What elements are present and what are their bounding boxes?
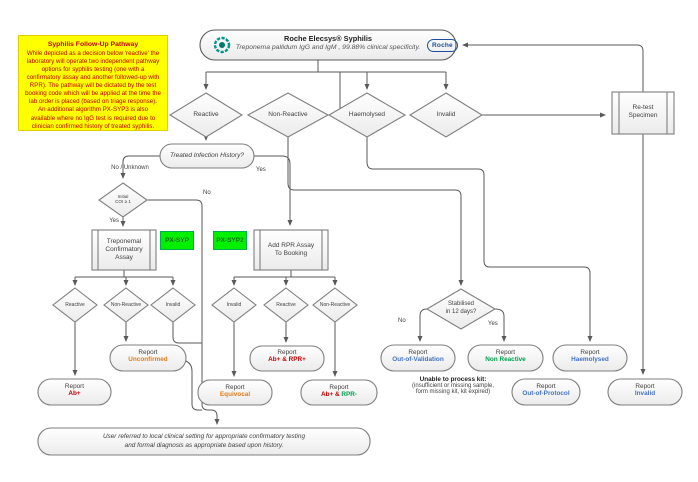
- decision-invalid: Invalid: [436, 111, 456, 118]
- decision-rpr-reactive: Reactive: [276, 302, 296, 308]
- report-invalid: Report Invalid: [634, 383, 656, 397]
- report-equivocal: Report Equivocal: [219, 384, 251, 398]
- edge-label-stab-yes: Yes: [488, 321, 498, 327]
- report-non-reactive: Report Non Reactive: [485, 349, 526, 363]
- process-treponemal-assay: Treponemal Confirmatory Assay: [105, 238, 143, 262]
- edge-label-stab-no: No: [398, 318, 406, 324]
- decision-rpr-invalid: Invalid: [226, 302, 242, 308]
- title-line1: Roche Elecsys® Syphilis: [283, 34, 372, 43]
- report-haemolysed: Report Haemolysed: [571, 349, 609, 363]
- node-shapes: [37, 29, 683, 456]
- decision-reactive: Reactive: [193, 111, 219, 118]
- decision-haemolysed: Haemolysed: [348, 111, 386, 118]
- report-out-of-validation: Report Out-of-Validation: [392, 349, 444, 363]
- pathway-note: Syphilis Follow-Up Pathway While depicte…: [18, 35, 168, 131]
- report-ab: Report Ab+: [64, 383, 85, 397]
- elecsys-icon: [213, 36, 231, 54]
- decision-trep-invalid: Invalid: [165, 302, 181, 308]
- report-ab-rpr-neg: Report Ab+ & RPR-: [320, 384, 358, 398]
- decision-trep-non-reactive: Non-Reactive: [110, 302, 142, 308]
- title-line2: Treponema pallidum IgG and IgM , 99.88% …: [235, 44, 421, 51]
- report-out-of-protocol: Report Out-of-Protocol: [522, 383, 570, 397]
- decision-rpr-non-reactive: Non-Reactive: [319, 302, 351, 308]
- flow-connectors: [72, 42, 646, 425]
- pathway-note-body: While depicted as a decision below 'reac…: [25, 50, 161, 130]
- process-add-rpr: Add RPR Assay To Booking: [267, 242, 315, 258]
- code-px-syp: PX-SYP: [160, 231, 194, 250]
- roche-logo: Roche: [427, 39, 458, 52]
- code-px-syp2: PX-SYP2: [213, 231, 247, 250]
- decision-treated-history: Treated Infection History?: [170, 152, 244, 159]
- edge-label-yes-history: Yes: [256, 167, 266, 173]
- process-retest-specimen: Re-test Specimen: [628, 104, 658, 120]
- decision-initial-coi: Initial COI ≥ 1: [115, 194, 131, 205]
- pathway-note-title: Syphilis Follow-Up Pathway: [47, 41, 139, 48]
- report-unconfirmed: Report Unconfirmed: [128, 349, 168, 363]
- decision-non-reactive: Non-Reactive: [268, 111, 308, 118]
- decision-stabilised: Stabilised in 12 days?: [445, 301, 477, 315]
- edge-label-coi-no: No: [203, 190, 211, 196]
- decision-trep-reactive: Reactive: [65, 302, 85, 308]
- unable-to-process-note: Unable to process kit: (insufficient or …: [412, 376, 494, 395]
- report-ab-rpr-pos: Report Ab+ & RPR+: [268, 349, 306, 363]
- edge-label-no-unknown: No / Unknown: [111, 165, 149, 171]
- edge-label-coi-yes: Yes: [109, 218, 119, 224]
- user-referred-note: User referred to local clinical setting …: [102, 433, 306, 449]
